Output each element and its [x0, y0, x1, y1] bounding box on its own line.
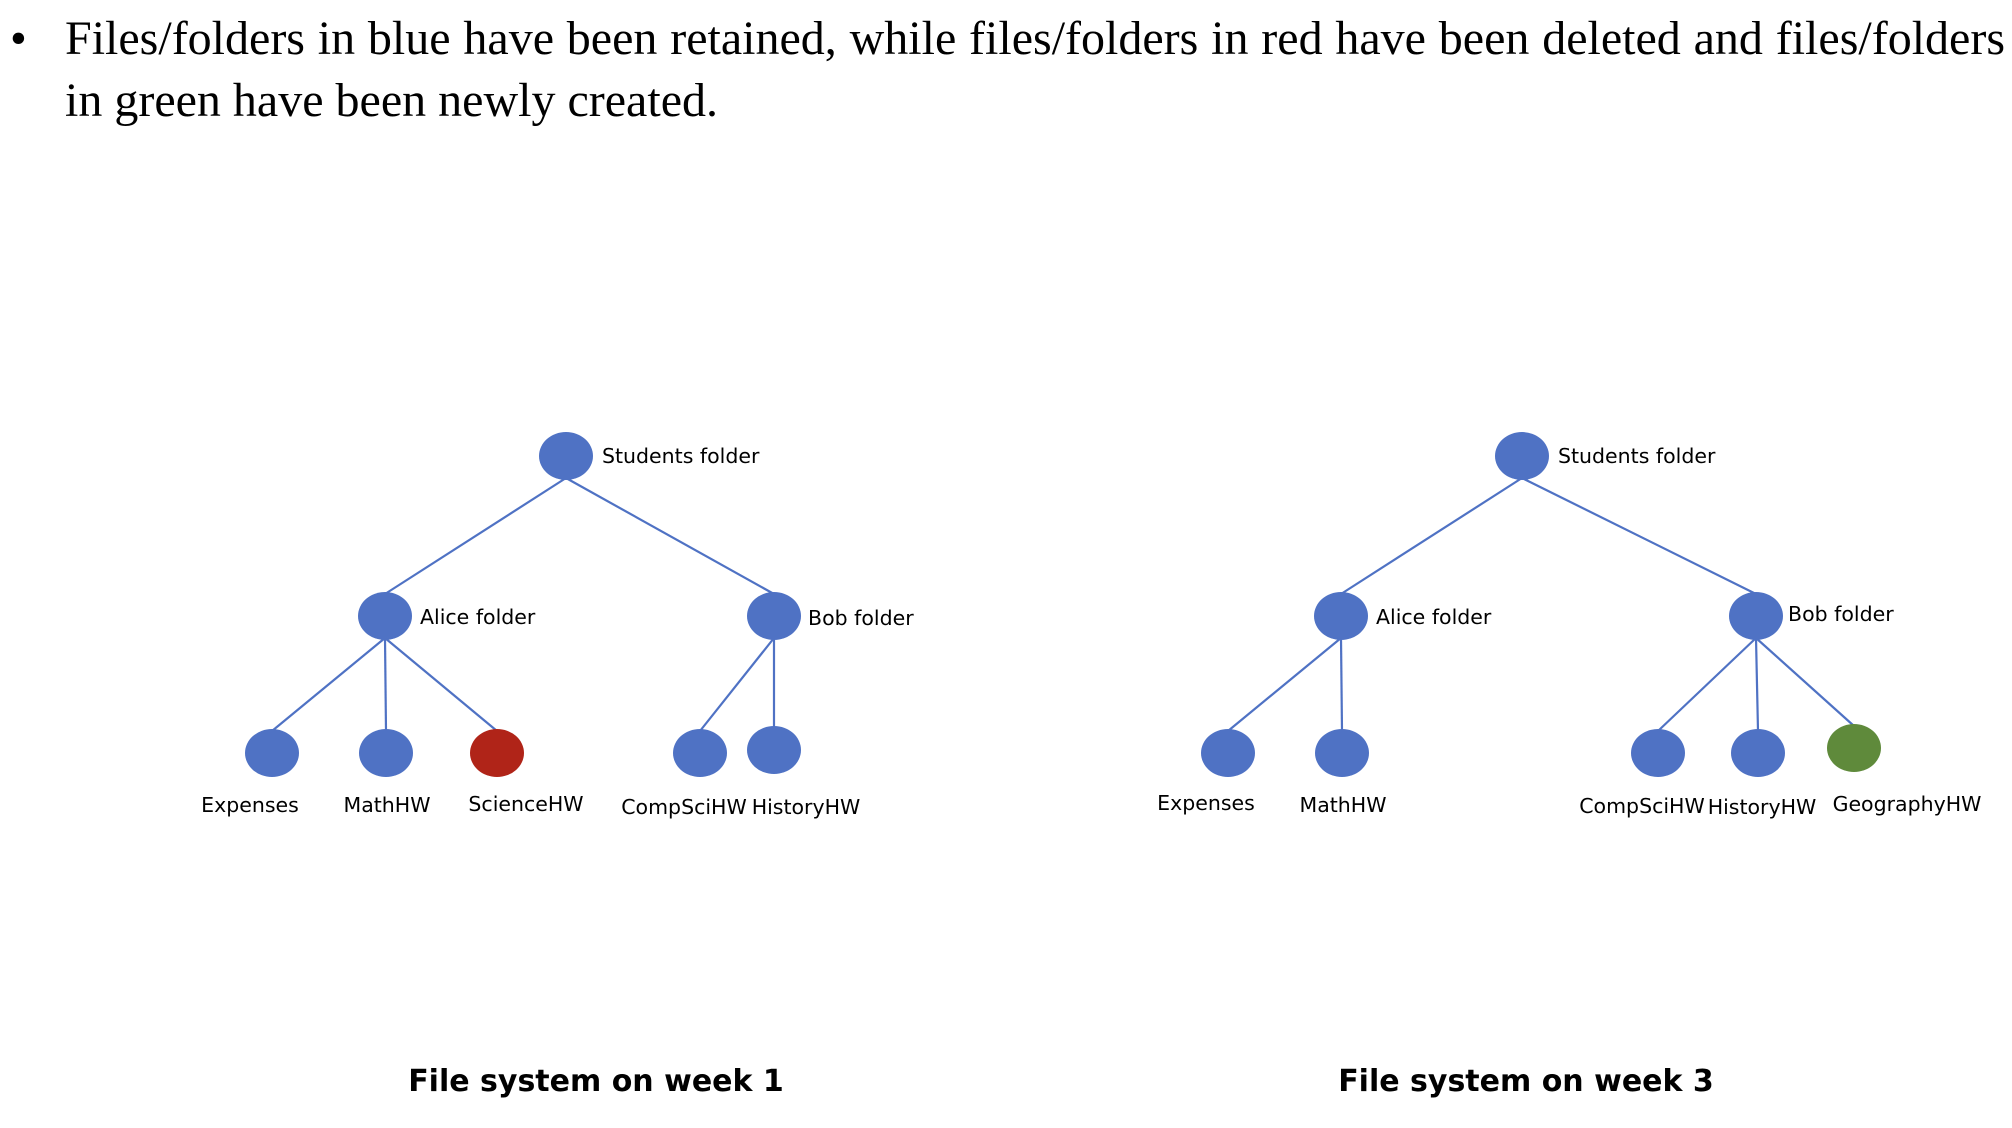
expenses-retained-circle[interactable] — [1201, 729, 1255, 777]
compscihw-retained-circle[interactable] — [673, 729, 727, 777]
expenses-node[interactable]: Expenses — [201, 729, 299, 817]
tree-edge — [1339, 637, 1344, 732]
tree-edge — [699, 637, 775, 732]
bullet-icon: • — [10, 12, 27, 65]
tree-edge — [1227, 637, 1342, 732]
mathhw-node[interactable]: MathHW — [1300, 729, 1387, 817]
alice-folder-node[interactable]: Alice folder — [358, 592, 536, 640]
students-folder-retained-circle[interactable] — [539, 432, 593, 480]
students-folder-retained-circle[interactable] — [1495, 432, 1549, 480]
historyhw-retained-circle[interactable] — [747, 726, 801, 774]
mathhw-label: MathHW — [344, 793, 431, 817]
expenses-node[interactable]: Expenses — [1157, 729, 1255, 815]
bob-folder-node[interactable]: Bob folder — [1729, 592, 1894, 640]
compscihw-retained-circle[interactable] — [1631, 729, 1685, 777]
bob-folder-node[interactable]: Bob folder — [747, 592, 914, 640]
mathhw-label: MathHW — [1300, 793, 1387, 817]
geographyhw-created-circle[interactable] — [1827, 724, 1881, 772]
alice-folder-label: Alice folder — [420, 605, 536, 629]
compscihw-node[interactable]: CompSciHW — [1579, 729, 1705, 818]
sciencehw-node[interactable]: ScienceHW — [468, 729, 584, 816]
alice-folder-label: Alice folder — [1376, 605, 1492, 629]
tree-edge — [1521, 477, 1757, 595]
mathhw-node[interactable]: MathHW — [344, 729, 431, 817]
bob-folder-label: Bob folder — [808, 606, 914, 630]
compscihw-label: CompSciHW — [621, 795, 747, 819]
geographyhw-node[interactable]: GeographyHW — [1827, 724, 1981, 816]
historyhw-label: HistoryHW — [1708, 795, 1817, 819]
students-folder-node[interactable]: Students folder — [539, 432, 760, 480]
tree-edge — [384, 477, 567, 595]
bob-folder-retained-circle[interactable] — [1729, 592, 1783, 640]
historyhw-node[interactable]: HistoryHW — [747, 726, 860, 819]
compscihw-label: CompSciHW — [1579, 794, 1705, 818]
students-folder-label: Students folder — [602, 444, 760, 468]
alice-folder-retained-circle[interactable] — [1314, 592, 1368, 640]
expenses-retained-circle[interactable] — [245, 729, 299, 777]
compscihw-node[interactable]: CompSciHW — [621, 729, 747, 819]
note-text: Files/folders in blue have been retained… — [65, 12, 2005, 127]
mathhw-retained-circle[interactable] — [1315, 729, 1369, 777]
edges-layer — [271, 477, 1855, 732]
expenses-label: Expenses — [201, 793, 299, 817]
diagram-caption-week-3: File system on week 3 — [1338, 1064, 1714, 1099]
sciencehw-deleted-circle[interactable] — [470, 729, 524, 777]
tree-edge — [565, 477, 775, 595]
historyhw-node[interactable]: HistoryHW — [1708, 729, 1817, 819]
sciencehw-label: ScienceHW — [468, 792, 583, 816]
tree-edge — [1340, 477, 1523, 595]
historyhw-retained-circle[interactable] — [1731, 729, 1785, 777]
historyhw-label: HistoryHW — [752, 795, 861, 819]
tree-edge — [1657, 637, 1757, 732]
alice-folder-retained-circle[interactable] — [358, 592, 412, 640]
alice-folder-node[interactable]: Alice folder — [1314, 592, 1492, 640]
geographyhw-label: GeographyHW — [1833, 792, 1982, 816]
tree-edge — [1755, 637, 1855, 727]
tree-edge — [384, 637, 498, 732]
tree-edge — [271, 637, 386, 732]
bob-folder-retained-circle[interactable] — [747, 592, 801, 640]
mathhw-retained-circle[interactable] — [359, 729, 413, 777]
students-folder-node[interactable]: Students folder — [1495, 432, 1716, 480]
tree-edge — [383, 637, 388, 732]
bob-folder-label: Bob folder — [1788, 602, 1894, 626]
diagram-caption-week-1: File system on week 1 — [408, 1064, 784, 1099]
expenses-label: Expenses — [1157, 791, 1255, 815]
tree-edge — [1754, 637, 1760, 732]
students-folder-label: Students folder — [1558, 444, 1716, 468]
